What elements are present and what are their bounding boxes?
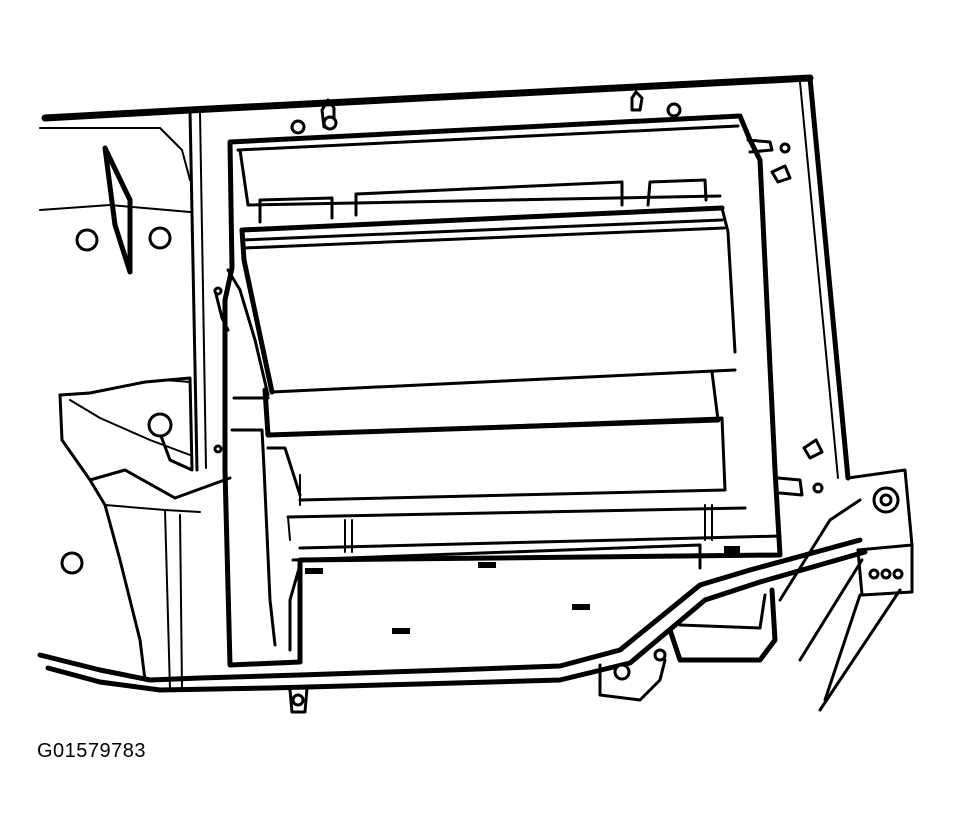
dash-panel-frame [39,74,851,481]
figure-id-label: G01579783 [37,740,147,762]
lower-dash-curve [37,537,868,714]
hvac-housing-body [213,113,824,668]
left-duct-bracket [58,145,232,691]
right-side-bracket [778,468,914,712]
top-mounting-points [290,90,682,135]
